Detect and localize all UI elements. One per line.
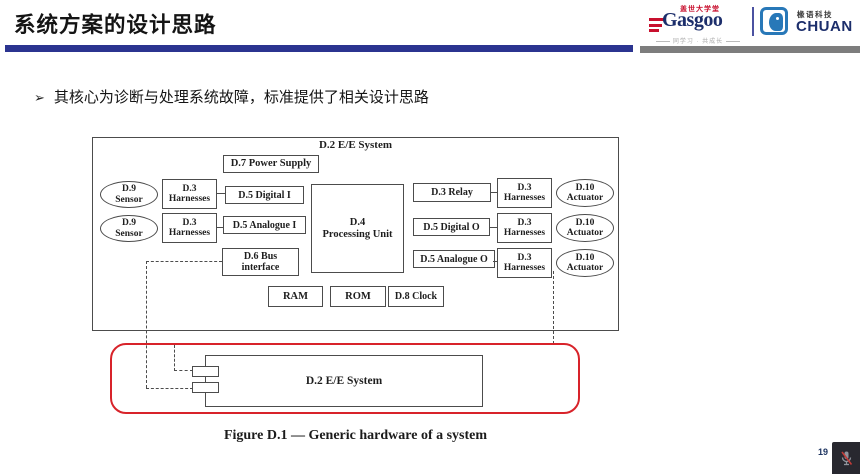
connector-port-1	[192, 366, 219, 377]
chuan-logo: 椽语科技 CHUAN	[760, 6, 860, 40]
page-number: 19	[817, 447, 828, 457]
gasgoo-stripes-icon	[649, 18, 666, 35]
chuan-logo-cn: 椽语科技	[797, 10, 833, 19]
node-sensor-1: D.9 Sensor	[100, 181, 158, 208]
page-title: 系统方案的设计思路	[14, 13, 217, 37]
ee-system-label: D.2 E/E System	[318, 139, 393, 151]
node-harnesses-left-2: D.3 Harnesses	[162, 213, 217, 243]
node-ee-system: D.2 E/E System	[205, 355, 483, 407]
chuan-face-icon	[760, 7, 788, 35]
connector-line	[217, 193, 226, 194]
node-actuator-3: D.10 Actuator	[556, 249, 614, 277]
node-rom: ROM	[330, 286, 386, 307]
figure-frame	[92, 137, 619, 331]
dashed-connector	[174, 345, 175, 371]
node-analogue-output: D.5 Analogue O	[413, 250, 495, 268]
mic-muted-indicator	[832, 442, 860, 474]
node-digital-input: D.5 Digital I	[225, 186, 304, 204]
muted-microphone-icon	[840, 451, 852, 465]
node-harnesses-right-1: D.3 Harnesses	[497, 178, 552, 208]
bullet-marker-icon: ➢	[34, 90, 45, 105]
node-harnesses-right-2: D.3 Harnesses	[497, 213, 552, 243]
bullet-text: 其核心为诊断与处理系统故障，标准提供了相关设计思路	[53, 89, 429, 106]
dashed-connector	[146, 388, 193, 389]
node-harnesses-right-3: D.3 Harnesses	[497, 248, 552, 278]
node-harnesses-left-1: D.3 Harnesses	[162, 179, 217, 209]
dashed-connector	[553, 271, 554, 344]
node-clock: D.8 Clock	[388, 286, 444, 307]
node-actuator-1: D.10 Actuator	[556, 179, 614, 207]
node-digital-output: D.5 Digital O	[413, 218, 490, 236]
gasgoo-tagline: 同学习 · 共成长	[646, 36, 750, 45]
gasgoo-logo-wordmark: Gasgoo	[662, 9, 723, 31]
dashed-connector	[146, 261, 222, 262]
chuan-logo-wordmark: CHUAN	[796, 18, 853, 35]
title-underline-extension	[640, 46, 860, 53]
node-actuator-2: D.10 Actuator	[556, 214, 614, 242]
bullet-item: ➢ 其核心为诊断与处理系统故障，标准提供了相关设计思路	[34, 86, 429, 107]
node-analogue-input: D.5 Analogue I	[223, 216, 306, 234]
highlight-red-box	[110, 343, 580, 414]
node-relay: D.3 Relay	[413, 183, 491, 202]
connector-line	[489, 227, 498, 228]
logo-divider	[752, 7, 754, 36]
dashed-connector	[146, 261, 147, 388]
node-sensor-2: D.9 Sensor	[100, 215, 158, 242]
gasgoo-logo: 盖世大学堂 Gasgoo 同学习 · 共成长	[646, 3, 750, 45]
node-bus-interface: D.6 Bus interface	[222, 248, 299, 276]
gasgoo-logo-cn: 盖世大学堂	[680, 6, 720, 13]
dashed-connector	[174, 370, 193, 371]
node-power-supply: D.7 Power Supply	[223, 155, 319, 173]
connector-line	[493, 261, 498, 262]
title-underline	[5, 45, 633, 52]
connector-port-2	[192, 382, 219, 393]
node-processing-unit: D.4 Processing Unit	[311, 184, 404, 273]
node-ram: RAM	[268, 286, 323, 307]
figure-caption: Figure D.1 — Generic hardware of a syste…	[223, 428, 488, 443]
connector-line	[490, 192, 498, 193]
connector-line	[217, 227, 224, 228]
